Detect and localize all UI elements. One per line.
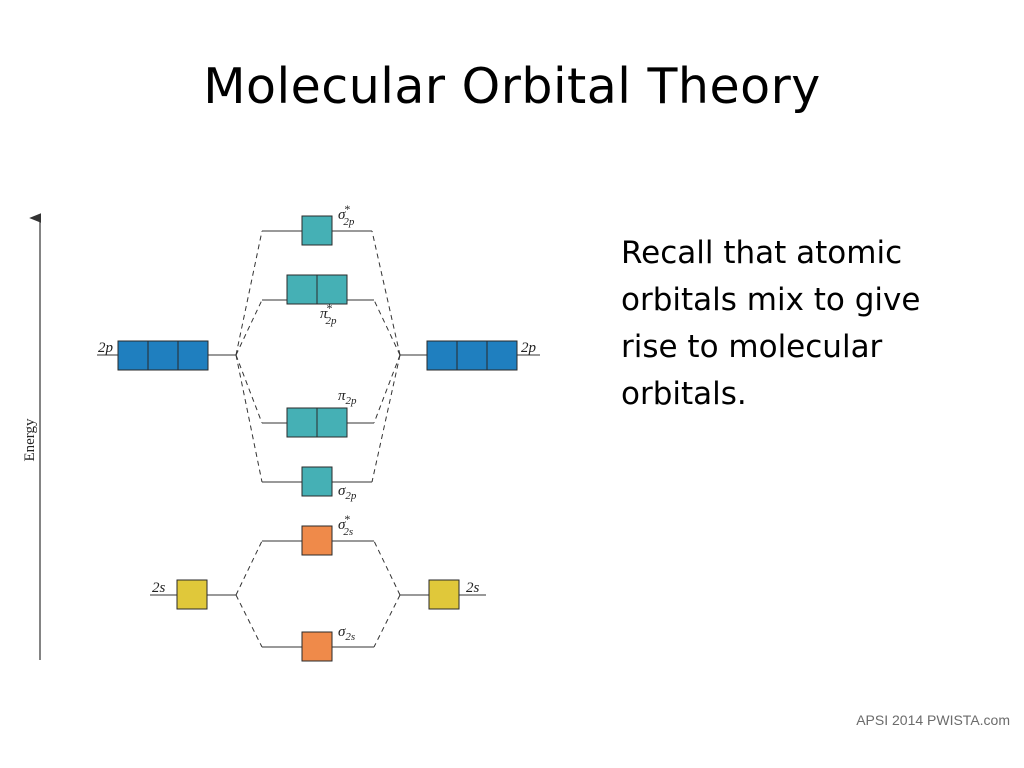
orbital-box: [426, 340, 458, 371]
label-2p-right: 2p: [521, 340, 537, 356]
orbital-box: [286, 407, 318, 438]
label-sigma-2p: σ2p: [338, 483, 357, 502]
dash-right-2p-sigma: [371, 354, 401, 483]
mo-boxes-pi-2p-star: [286, 274, 348, 305]
dash-left-2p-pi: [235, 354, 263, 424]
label-sigma-2s-star: σ*2s: [338, 512, 353, 538]
orbital-box: [286, 274, 318, 305]
orbital-box: [177, 340, 209, 371]
slide-title: Molecular Orbital Theory: [203, 58, 821, 115]
orbital-box: [147, 340, 179, 371]
atomic-2p-right-boxes: [426, 340, 518, 371]
atomic-2p-left-boxes: [117, 340, 209, 371]
mo-boxes-pi-2p: [286, 407, 348, 438]
atomic-box-2s-right: [428, 579, 460, 610]
atomic-box-2s-left: [176, 579, 208, 610]
mo-box-sigma-2p: [301, 466, 333, 497]
dash-left-2p-sigma-star: [235, 230, 263, 356]
orbital-box: [316, 407, 348, 438]
dash-right-2p-pi-star: [373, 299, 401, 356]
label-sigma-2p-star: σ*2p: [338, 202, 355, 228]
dash-right-2s-sigma: [373, 594, 401, 648]
label-2s-right: 2s: [466, 580, 480, 596]
mo-box-sigma-2p-star: [301, 215, 333, 246]
label-pi-2p: π2p: [338, 388, 357, 407]
dash-right-2s-sigma-star: [373, 540, 401, 596]
orbital-box: [486, 340, 518, 371]
orbital-box: [316, 274, 348, 305]
orbital-box: [456, 340, 488, 371]
dash-left-2p-pi-star: [235, 299, 263, 356]
label-2p-left: 2p: [98, 340, 114, 356]
slide-body-text: Recall that atomic orbitals mix to give …: [621, 235, 921, 412]
dash-left-2s-sigma-star: [235, 540, 263, 596]
mo-box-sigma-2s-star: [301, 525, 333, 556]
mo-box-sigma-2s: [301, 631, 333, 662]
slide-footer: APSI 2014 PWISTA.com: [856, 712, 1010, 728]
dash-left-2s-sigma: [235, 594, 263, 648]
dash-right-2p-sigma-star: [371, 230, 401, 356]
label-sigma-2s: σ2s: [338, 624, 355, 643]
correlation-lines: [235, 230, 401, 648]
label-pi-2p-star: π*2p: [320, 301, 337, 327]
label-2s-left: 2s: [152, 580, 166, 596]
energy-axis-label: Energy: [22, 418, 38, 462]
orbital-box: [117, 340, 149, 371]
dash-left-2p-sigma: [235, 354, 263, 483]
dash-right-2p-pi: [373, 354, 401, 424]
